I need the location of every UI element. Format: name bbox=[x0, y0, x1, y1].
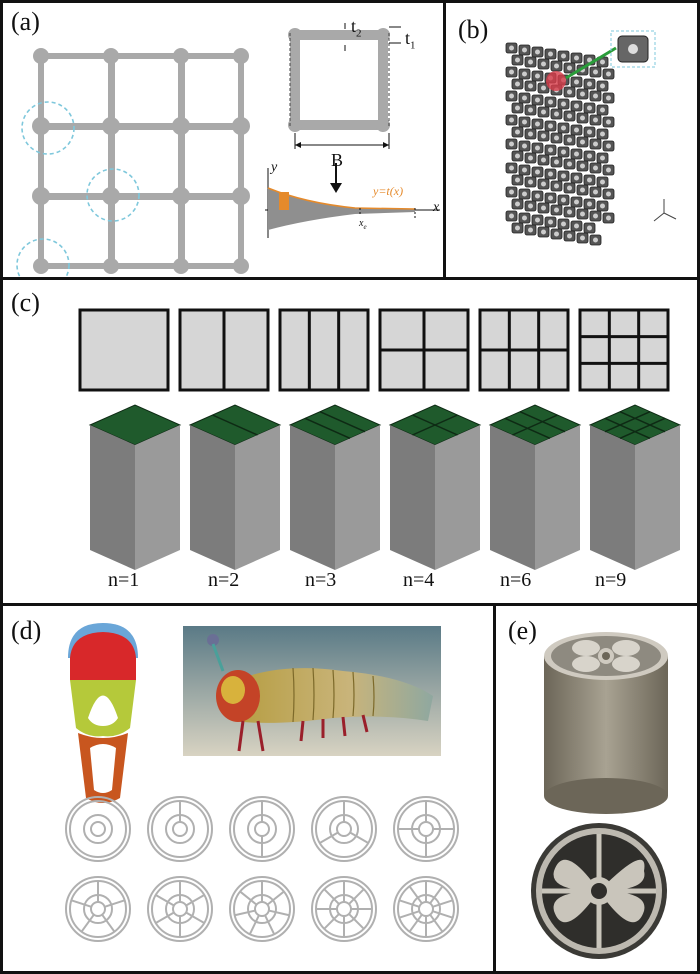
ring-section-3 bbox=[229, 796, 295, 862]
ring-section-4 bbox=[311, 796, 377, 862]
cell-lattice-diagram bbox=[16, 48, 250, 292]
ring-section-10 bbox=[393, 876, 459, 942]
column-4 bbox=[388, 404, 482, 570]
honeycomb-lattice-column bbox=[505, 30, 677, 246]
n-label-1: n=1 bbox=[108, 569, 140, 591]
panel-a: (a) bbox=[0, 0, 446, 292]
panel-b-label: (b) bbox=[458, 15, 489, 44]
axis-x-label: x bbox=[433, 200, 440, 215]
column-1 bbox=[88, 404, 182, 570]
printed-tube-side-view bbox=[544, 632, 668, 814]
ring-section-1 bbox=[65, 796, 131, 862]
panel-c-label: (c) bbox=[11, 288, 40, 317]
partition-square-3 bbox=[278, 308, 370, 392]
dactyl-club-section bbox=[68, 623, 138, 803]
mantis-shrimp-photo bbox=[183, 626, 441, 756]
zoomed-unit-cell bbox=[610, 30, 656, 68]
n-label-9: n=9 bbox=[595, 569, 627, 591]
ring-section-6 bbox=[65, 876, 131, 942]
n-label-4: n=4 bbox=[403, 569, 435, 591]
panel-b: (b) bbox=[443, 0, 700, 280]
n-label-6: n=6 bbox=[500, 569, 532, 591]
column-3 bbox=[288, 404, 382, 570]
partition-square-4 bbox=[378, 308, 470, 392]
thickness-profile-plot bbox=[265, 168, 440, 238]
partition-squares bbox=[78, 308, 670, 392]
dim-t1: t1 bbox=[405, 28, 416, 52]
panel-e: (e) bbox=[493, 603, 700, 974]
partition-square-6 bbox=[578, 308, 670, 392]
ring-section-5 bbox=[393, 796, 459, 862]
dim-b: B bbox=[331, 150, 344, 170]
panel-d: (d) bbox=[0, 603, 496, 974]
n-label-3: n=3 bbox=[305, 569, 337, 591]
down-arrow-icon bbox=[330, 163, 342, 193]
column-2 bbox=[188, 404, 282, 570]
dim-t2: t2 bbox=[351, 16, 362, 40]
ring-section-7 bbox=[147, 876, 213, 942]
column-6 bbox=[588, 404, 682, 570]
panel-d-label: (d) bbox=[11, 616, 42, 645]
panel-e-label: (e) bbox=[508, 616, 537, 645]
axis-triad-icon bbox=[653, 199, 677, 222]
ring-sections-grid bbox=[65, 796, 459, 942]
tick-xe: xe bbox=[359, 218, 367, 231]
pointer-line bbox=[565, 46, 617, 80]
axis-y-label: y bbox=[271, 160, 278, 175]
partition-square-2 bbox=[178, 308, 270, 392]
panel-a-label: (a) bbox=[11, 7, 40, 36]
curve-label: y=t(x) bbox=[373, 184, 404, 198]
printed-tube-top-view bbox=[531, 823, 667, 959]
ring-section-8 bbox=[229, 876, 295, 942]
ring-section-9 bbox=[311, 876, 377, 942]
panel-c: (c) n=1 n=2 n=3 n=4 n=6 n=9 bbox=[0, 277, 700, 606]
column-5 bbox=[488, 404, 582, 570]
single-cell-diagram bbox=[288, 23, 401, 149]
highlight-marker bbox=[546, 71, 566, 91]
ring-section-2 bbox=[147, 796, 213, 862]
partition-square-1 bbox=[78, 308, 170, 392]
n-label-2: n=2 bbox=[208, 569, 240, 591]
stacked-columns bbox=[88, 404, 682, 570]
partition-square-5 bbox=[478, 308, 570, 392]
